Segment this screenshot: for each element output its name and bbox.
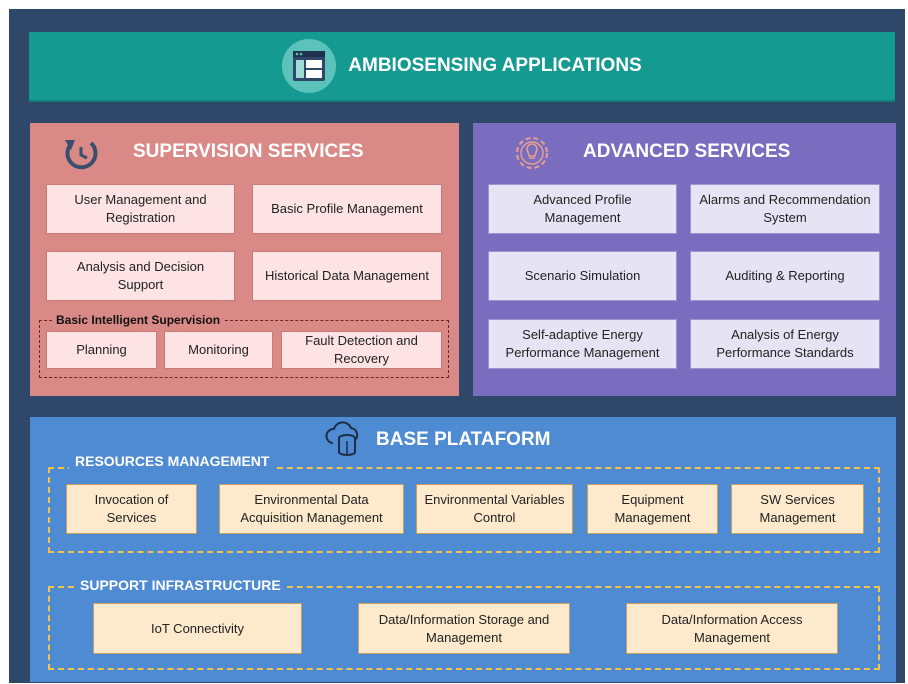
- service-data-storage: Data/Information Storage and Management: [358, 603, 570, 654]
- service-historical-data: Historical Data Management: [252, 251, 442, 301]
- resources-management-label: RESOURCES MANAGEMENT: [69, 453, 276, 469]
- base-platform-title: BASE PLATAFORM: [376, 429, 551, 450]
- service-advanced-profile: Advanced Profile Management: [488, 184, 677, 234]
- service-fault-detection: Fault Detection and Recovery: [281, 331, 442, 369]
- support-infrastructure-label: SUPPORT INFRASTRUCTURE: [74, 577, 287, 593]
- service-energy-standards: Analysis of Energy Performance Standards: [690, 319, 880, 369]
- gear-lightbulb-icon: [509, 130, 555, 181]
- service-invocation: Invocation of Services: [66, 484, 197, 534]
- supervision-title: SUPERVISION SERVICES: [133, 141, 364, 162]
- basic-intelligent-supervision-label: Basic Intelligent Supervision: [53, 313, 224, 327]
- service-monitoring: Monitoring: [164, 331, 273, 369]
- service-env-data-acquisition: Environmental Data Acquisition Managemen…: [219, 484, 404, 534]
- resources-management-group: [48, 467, 880, 553]
- service-analysis-decision: Analysis and Decision Support: [46, 251, 235, 301]
- service-sw-services: SW Services Management: [731, 484, 864, 534]
- basic-intelligent-supervision-group: [39, 320, 449, 378]
- service-env-variables-control: Environmental Variables Control: [416, 484, 573, 534]
- service-basic-profile: Basic Profile Management: [252, 184, 442, 234]
- service-user-management: User Management and Registration: [46, 184, 235, 234]
- support-infrastructure-group: [48, 586, 880, 670]
- service-self-adaptive-energy: Self-adaptive Energy Performance Managem…: [488, 319, 677, 369]
- service-auditing-reporting: Auditing & Reporting: [690, 251, 880, 301]
- advanced-title: ADVANCED SERVICES: [583, 141, 791, 162]
- dashboard-icon: [282, 39, 337, 93]
- service-equipment-management: Equipment Management: [587, 484, 718, 534]
- applications-title: AMBIOSENSING APPLICATIONS: [348, 55, 642, 76]
- service-scenario-simulation: Scenario Simulation: [488, 251, 677, 301]
- service-alarms-recommendation: Alarms and Recommendation System: [690, 184, 880, 234]
- service-planning: Planning: [46, 331, 157, 369]
- service-data-access: Data/Information Access Management: [626, 603, 838, 654]
- applications-layer: AMBIOSENSING APPLICATIONS: [29, 32, 895, 102]
- service-iot-connectivity: IoT Connectivity: [93, 603, 302, 654]
- cloud-database-icon: [325, 421, 363, 462]
- refresh-cycle-icon: [61, 134, 101, 179]
